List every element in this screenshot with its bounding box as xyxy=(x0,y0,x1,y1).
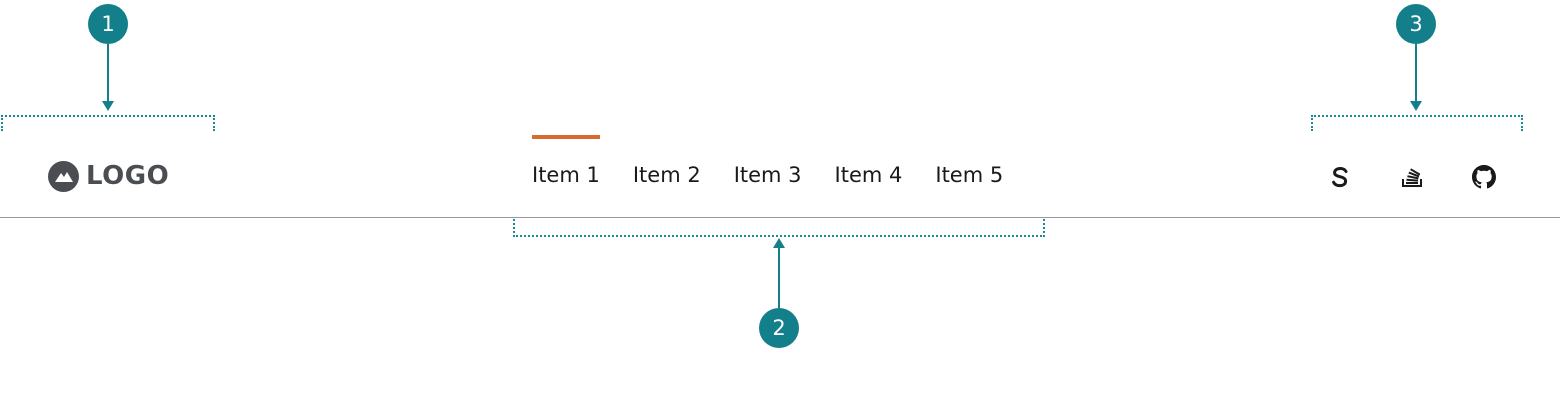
stack-overflow-icon[interactable] xyxy=(1398,163,1426,191)
social-links xyxy=(0,163,1560,191)
logo-text: LOGO xyxy=(86,161,170,191)
annotation-bracket-3 xyxy=(1311,115,1523,131)
mountain-icon xyxy=(48,160,79,192)
nav-item-1[interactable]: Item 1 xyxy=(532,135,600,187)
nav-item-3[interactable]: Item 3 xyxy=(733,163,802,187)
annotation-arrow-3 xyxy=(1415,44,1417,102)
site-logo[interactable]: LOGO xyxy=(48,160,169,192)
annotation-bracket-1 xyxy=(1,115,215,131)
github-icon[interactable] xyxy=(1470,163,1498,191)
nav-item-4[interactable]: Item 4 xyxy=(834,163,903,187)
annotation-badge-3: 3 xyxy=(1396,4,1436,44)
annotation-arrowhead-1 xyxy=(102,101,114,111)
annotation-badge-1: 1 xyxy=(88,4,128,44)
main-nav: Item 1 Item 2 Item 3 Item 4 Item 5 xyxy=(532,135,1004,193)
annotation-arrow-2 xyxy=(778,247,780,309)
annotation-badge-2: 2 xyxy=(759,308,799,348)
nav-item-2[interactable]: Item 2 xyxy=(632,163,701,187)
annotation-arrow-1 xyxy=(107,44,109,102)
sourcegraph-s-icon[interactable] xyxy=(1326,163,1354,191)
header-divider xyxy=(0,217,1560,218)
annotation-bracket-2 xyxy=(513,219,1045,237)
annotation-arrowhead-2 xyxy=(773,238,785,248)
nav-item-5[interactable]: Item 5 xyxy=(935,163,1004,187)
annotation-arrowhead-3 xyxy=(1410,101,1422,111)
